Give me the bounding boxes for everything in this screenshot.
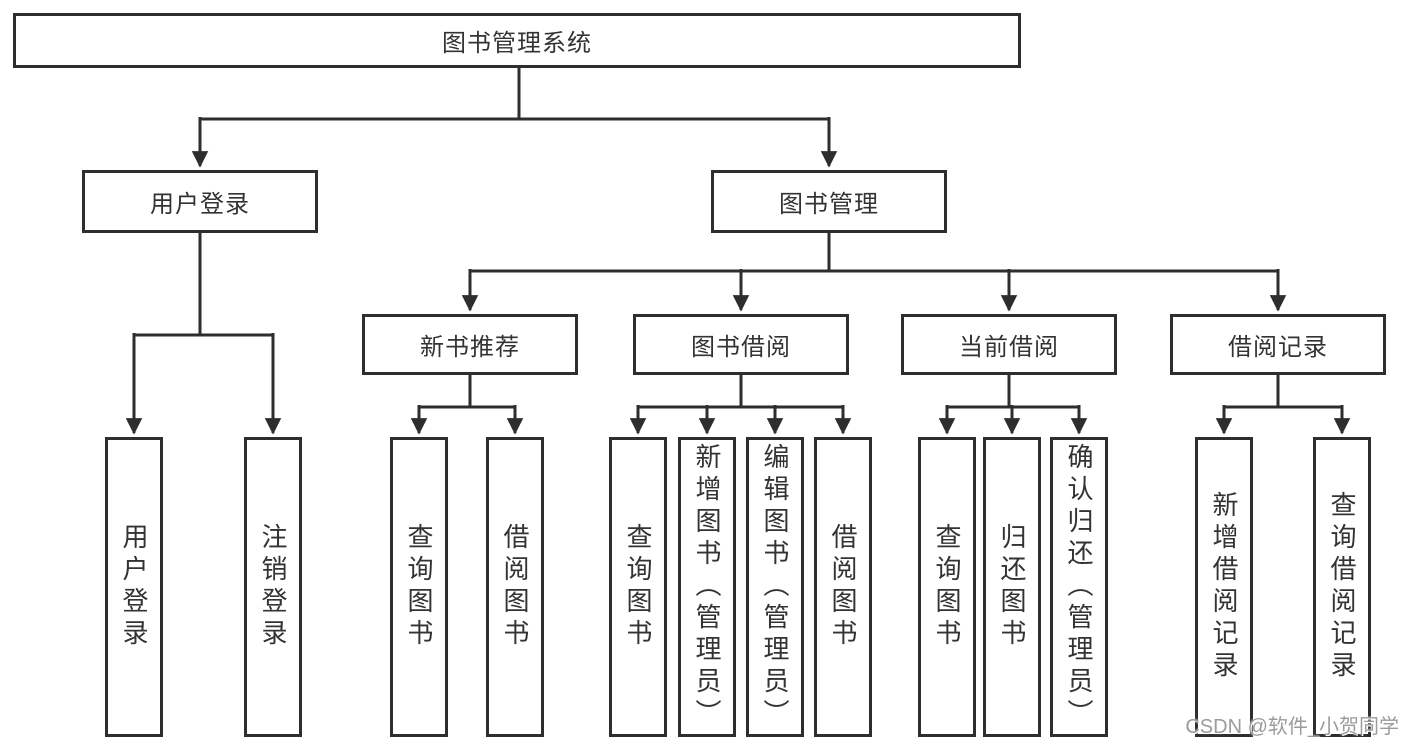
node-label: 新书推荐 — [420, 334, 520, 361]
node-leaf-confirm-return-admin: 确认归还（管理员） — [1050, 437, 1108, 737]
node-leaf-add-books-admin: 新增图书（管理员） — [678, 437, 736, 737]
connector-new-book-recommend-children — [410, 375, 524, 435]
connector-user-login-children — [125, 233, 282, 435]
node-label: 图书借阅 — [691, 334, 791, 361]
node-library-system: 图书管理系统 — [13, 13, 1021, 68]
connector-book-management-children — [461, 233, 1287, 312]
connector-current-borrowing-children — [938, 375, 1088, 435]
node-leaf-add-borrow-record: 新增借阅记录 — [1195, 437, 1253, 737]
node-label: 图书管理 — [779, 191, 879, 218]
node-leaf-edit-books-admin: 编辑图书（管理员） — [746, 437, 804, 737]
connector-root-to-level1 — [191, 68, 838, 168]
node-label: 图书管理系统 — [442, 30, 592, 57]
node-leaf-query-borrow-record: 查询借阅记录 — [1313, 437, 1371, 737]
node-book-borrowing: 图书借阅 — [633, 314, 849, 375]
node-leaf-query-books-borrowing: 查询图书 — [609, 437, 667, 737]
node-leaf-borrow-books-recommend: 借阅图书 — [486, 437, 544, 737]
node-current-borrowing: 当前借阅 — [901, 314, 1117, 375]
node-label: 当前借阅 — [959, 334, 1059, 361]
node-leaf-borrow-books: 借阅图书 — [814, 437, 872, 737]
csdn-watermark: CSDN @软件_小贺同学 — [1185, 716, 1399, 738]
node-leaf-query-books-current: 查询图书 — [918, 437, 976, 737]
node-leaf-return-books: 归还图书 — [983, 437, 1041, 737]
node-leaf-user-login: 用户登录 — [105, 437, 163, 737]
node-borrowing-records: 借阅记录 — [1170, 314, 1386, 375]
node-user-login: 用户登录 — [82, 170, 318, 233]
node-label: 借阅记录 — [1228, 334, 1328, 361]
connector-book-borrowing-children — [629, 375, 852, 435]
connector-borrowing-records-children — [1215, 375, 1351, 435]
node-new-book-recommend: 新书推荐 — [362, 314, 578, 375]
node-book-management: 图书管理 — [711, 170, 947, 233]
node-leaf-logout: 注销登录 — [244, 437, 302, 737]
node-label: 用户登录 — [150, 191, 250, 218]
node-leaf-query-books-recommend: 查询图书 — [390, 437, 448, 737]
